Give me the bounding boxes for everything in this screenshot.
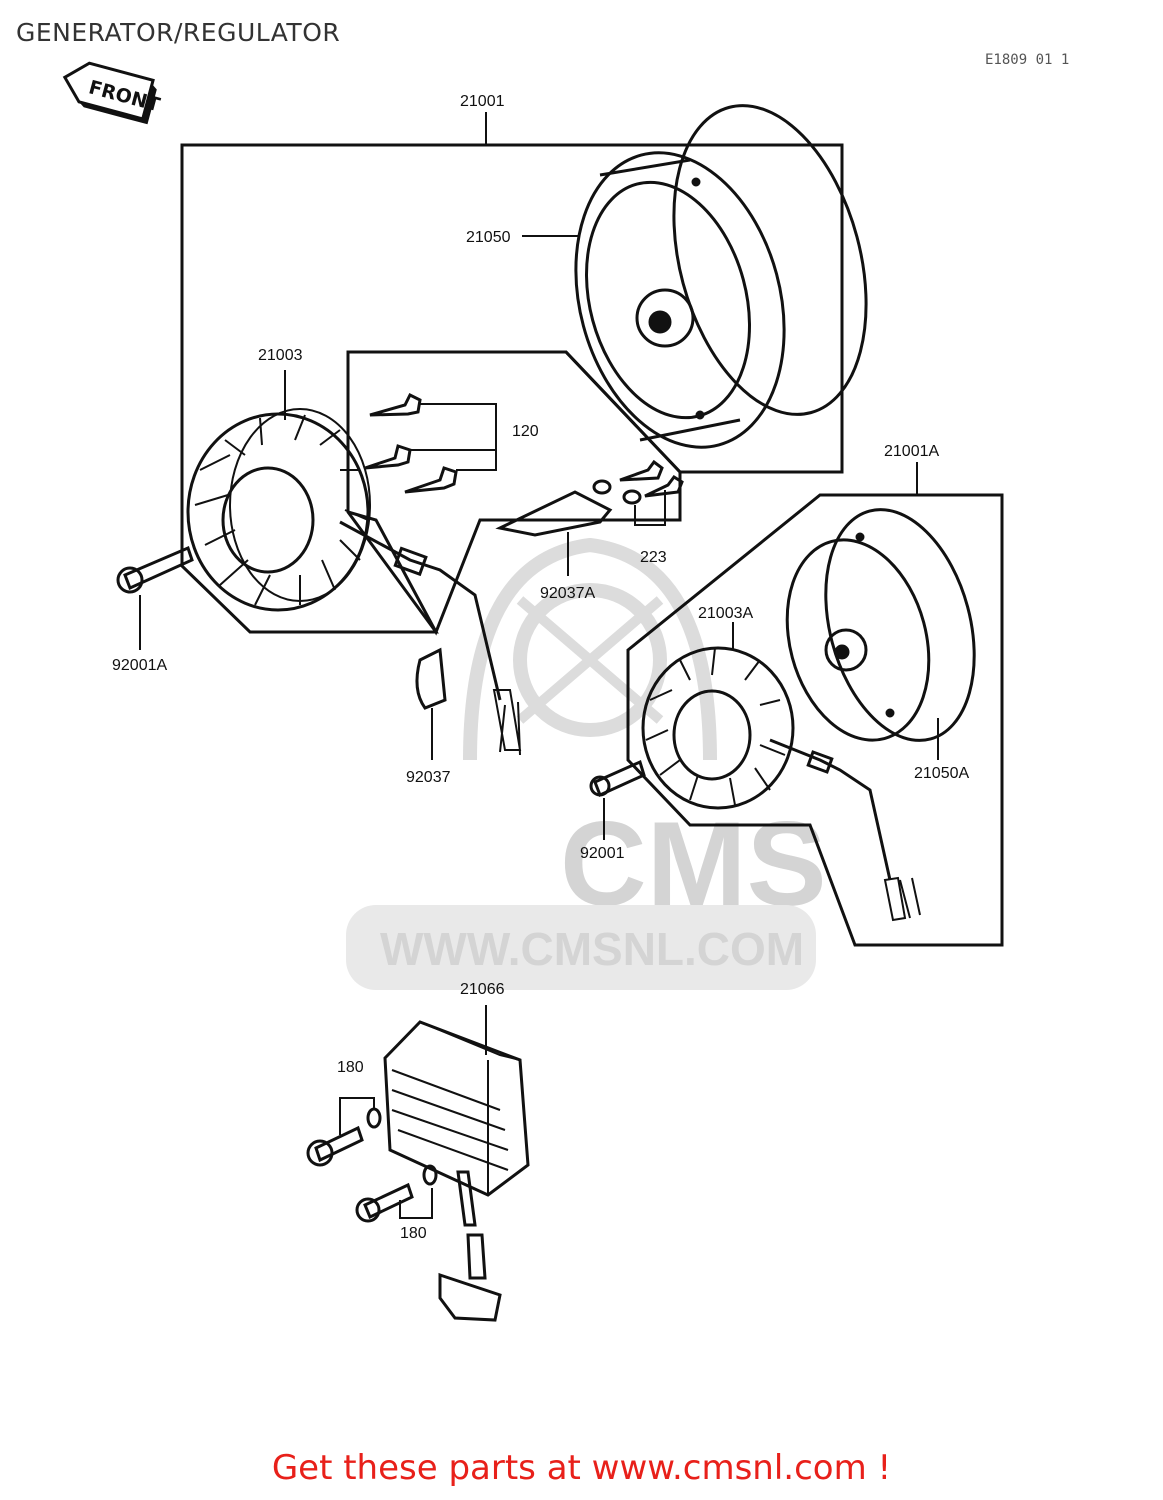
stator-21003A (641, 646, 921, 922)
leader-180-top (339, 1097, 375, 1135)
callout-92001A: 92001A (112, 657, 167, 674)
leader-180-bottom (399, 1188, 433, 1219)
screws-223 (592, 459, 684, 505)
diagram-title: GENERATOR/REGULATOR (16, 18, 341, 47)
bolts-180 (306, 1107, 438, 1223)
assembly-21001A-outline (626, 493, 1004, 947)
watermark-url-band (346, 905, 816, 990)
callout-92001: 92001 (580, 845, 625, 862)
callout-120: 120 (512, 423, 539, 440)
rotor-21050A (785, 508, 976, 742)
callout-21066: 21066 (460, 981, 505, 998)
plate-92037A (495, 490, 613, 537)
bolt-92001A (116, 545, 194, 594)
callout-92037A: 92037A (540, 585, 595, 602)
callout-180-top: 180 (337, 1059, 364, 1076)
callout-21003A: 21003A (698, 605, 753, 622)
bolts-120 (364, 392, 458, 494)
callout-21050: 21050 (466, 229, 511, 246)
clamp-92037 (415, 647, 447, 710)
watermark-url: WWW.CMSNL.COM (380, 923, 804, 975)
rotor-21050 (574, 104, 868, 449)
callout-180-bottom: 180 (400, 1225, 427, 1242)
stator-21003 (186, 408, 522, 756)
regulator-21066 (383, 1020, 530, 1322)
footer-cta-link[interactable]: Get these parts at www.cmsnl.com ! (271, 1448, 892, 1488)
leader-223 (634, 490, 666, 526)
reference-code: E1809 01 1 (985, 52, 1070, 68)
callout-21001A: 21001A (884, 443, 939, 460)
bolt-group-outline (347, 350, 682, 636)
callout-223: 223 (640, 549, 667, 566)
callout-21001: 21001 (460, 93, 505, 110)
bolt-92001 (589, 759, 646, 798)
watermark-logo (463, 537, 717, 761)
callout-21003: 21003 (258, 347, 303, 364)
callout-92037: 92037 (406, 769, 451, 786)
leader-120 (410, 403, 497, 471)
exploded-parts-diagram: CMS WWW.CMSNL.COM FRONT (62, 61, 1004, 1322)
front-arrow-icon: FRONT (62, 61, 162, 125)
callout-21050A: 21050A (914, 765, 969, 782)
